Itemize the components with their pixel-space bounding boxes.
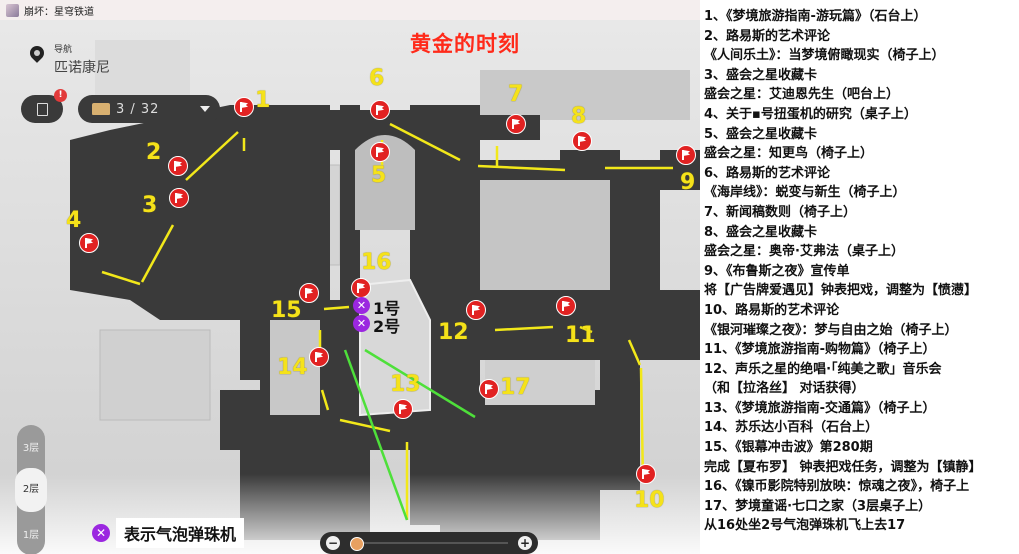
nav-place: 匹诺康尼 xyxy=(54,60,110,76)
guide-line: 4、关于▪号扭蛋机的研究（桌子上） xyxy=(704,106,917,122)
marker-number: 16 xyxy=(361,250,392,275)
flag-marker[interactable] xyxy=(351,278,371,298)
guide-line: 3、盛会之星收藏卡 xyxy=(704,67,818,83)
zoom-slider[interactable]: − + xyxy=(320,532,538,554)
bubble-machine-icon[interactable]: ✕ xyxy=(353,315,370,332)
flag-marker[interactable] xyxy=(636,464,656,484)
marker-number: 4 xyxy=(66,208,82,233)
guide-line: 13、《梦境旅游指南-交通篇》（椅子上） xyxy=(704,400,936,416)
flag-marker[interactable] xyxy=(572,131,592,151)
marker-number: 6 xyxy=(369,66,385,91)
guide-line: 将【广告牌爱遇见】钟表把戏，调整为【愤懑】 xyxy=(704,283,978,299)
marker-number: 13 xyxy=(390,372,421,397)
guide-line: 14、苏乐达小百科（石台上） xyxy=(704,420,879,436)
flag-marker[interactable] xyxy=(169,188,189,208)
marker-number: 2 xyxy=(146,140,162,165)
navigation-info[interactable]: 导航 匹诺康尼 xyxy=(30,42,110,77)
marker-number: 3 xyxy=(142,193,158,218)
guide-line: 10、路易斯的艺术评论 xyxy=(704,302,840,318)
chevron-down-icon xyxy=(200,106,210,112)
guide-line: 15、《银幕冲击波》第280期 xyxy=(704,440,873,456)
location-pin-icon xyxy=(30,46,44,66)
floor-1-button[interactable]: 1层 xyxy=(22,530,40,541)
flag-marker[interactable] xyxy=(299,283,319,303)
bubble-machine-icon: ✕ xyxy=(92,524,110,542)
guide-line: 17、梦境童谣·七口之家（3层桌子上） xyxy=(704,498,932,514)
window-titlebar: 崩坏：星穹铁道 xyxy=(0,0,700,20)
legend-text: 表示气泡弹珠机 xyxy=(116,518,245,548)
marker-number: 17 xyxy=(500,375,531,400)
marker-number: 8 xyxy=(571,104,587,129)
notebook-icon xyxy=(36,102,48,116)
guide-line: 《海岸线》：蜕变与新生（椅子上） xyxy=(704,185,906,201)
marker-number: 12 xyxy=(438,320,469,345)
app-icon xyxy=(6,3,19,17)
guide-line: 从16处坐2号气泡弹珠机飞上去17 xyxy=(704,518,906,534)
chest-counter-dropdown[interactable]: 3 / 32 xyxy=(78,95,220,123)
flag-marker[interactable] xyxy=(79,233,99,253)
window-title: 崩坏：星穹铁道 xyxy=(24,6,94,18)
guide-line: 5、盛会之星收藏卡 xyxy=(704,126,818,142)
guide-line: 6、路易斯的艺术评论 xyxy=(704,165,831,181)
map-terrain xyxy=(0,20,700,554)
zoom-out-button[interactable]: − xyxy=(326,536,340,550)
marker-number: 14 xyxy=(277,355,308,380)
guide-line: 8、盛会之星收藏卡 xyxy=(704,224,818,240)
zoom-in-button[interactable]: + xyxy=(518,536,532,550)
marker-number: 5 xyxy=(371,163,387,188)
guide-line: 11、《梦境旅游指南-购物篇》（椅子上） xyxy=(704,342,936,358)
guide-text-panel: 1、《梦境旅游指南-游玩篇》（石台上） 2、路易斯的艺术评论《人间乐土》：当梦境俯… xyxy=(700,0,1019,554)
flag-marker[interactable] xyxy=(370,100,390,120)
flag-marker[interactable] xyxy=(370,142,390,162)
bubble-route-arrows xyxy=(343,348,476,521)
marker-number: 9 xyxy=(680,170,696,195)
marker-number: 15 xyxy=(271,298,302,323)
treasure-chest-icon xyxy=(92,103,110,115)
bubble-machine-label: 2号 xyxy=(373,317,401,336)
notification-badge: ! xyxy=(54,89,67,102)
guide-line: 盛会之星：奥帝·艾弗法（桌子上） xyxy=(704,244,904,260)
route-arrows xyxy=(101,122,673,520)
guide-line: 1、《梦境旅游指南-游玩篇》（石台上） xyxy=(704,9,927,24)
marker-number: 11 xyxy=(565,323,596,348)
guide-line: 《银河璀璨之夜》：梦与自由之始（椅子上） xyxy=(704,322,958,338)
guide-line: 16、《镍币影院特别放映：惊魂之夜》，椅子上 xyxy=(704,479,970,495)
guide-line: 《人间乐土》：当梦境俯瞰现实（椅子上） xyxy=(704,48,945,64)
flag-marker[interactable] xyxy=(168,156,188,176)
guide-line: 盛会之星：艾迪恩先生（吧台上） xyxy=(704,87,900,103)
guide-line: （和【拉洛丝】 对话获得） xyxy=(704,381,865,397)
flag-marker[interactable] xyxy=(506,114,526,134)
flag-marker[interactable] xyxy=(466,300,486,320)
flag-marker[interactable] xyxy=(309,347,329,367)
map-heading: 黄金的时刻 xyxy=(410,32,520,56)
guide-line: 12、声乐之星的绝唱·「纯美之歌」音乐会 xyxy=(704,361,942,377)
floor-selector[interactable]: 3层 2层 1层 xyxy=(15,425,47,554)
legend: ✕ 表示气泡弹珠机 xyxy=(92,518,245,548)
bubble-machine-label: 1号 xyxy=(373,299,401,318)
marker-number: 10 xyxy=(634,488,665,513)
flag-marker[interactable] xyxy=(479,379,499,399)
guide-line: 2、路易斯的艺术评论 xyxy=(704,28,831,44)
nav-label: 导航 xyxy=(54,45,73,55)
notebook-button[interactable]: ! xyxy=(21,89,67,123)
flag-marker[interactable] xyxy=(676,145,696,165)
marker-number: 7 xyxy=(508,82,524,107)
marker-number: 1 xyxy=(255,88,271,113)
chest-count: 3 / 32 xyxy=(116,101,160,117)
flag-marker[interactable] xyxy=(556,296,576,316)
floor-2-button[interactable]: 2层 xyxy=(15,468,47,512)
guide-line: 7、新闻稿数则（椅子上） xyxy=(704,204,857,220)
flag-marker[interactable] xyxy=(393,399,413,419)
zoom-track[interactable] xyxy=(356,542,508,544)
guide-line: 9、《布鲁斯之夜》宣传单 xyxy=(704,263,850,279)
flag-marker[interactable] xyxy=(234,97,254,117)
bubble-machine-icon[interactable]: ✕ xyxy=(353,297,370,314)
guide-line: 完成【夏布罗】 钟表把戏任务，调整为【镇静】 xyxy=(704,459,982,475)
zoom-knob[interactable] xyxy=(350,537,364,551)
guide-line: 盛会之星：知更鸟（椅子上） xyxy=(704,146,874,162)
floor-3-button[interactable]: 3层 xyxy=(22,443,40,454)
